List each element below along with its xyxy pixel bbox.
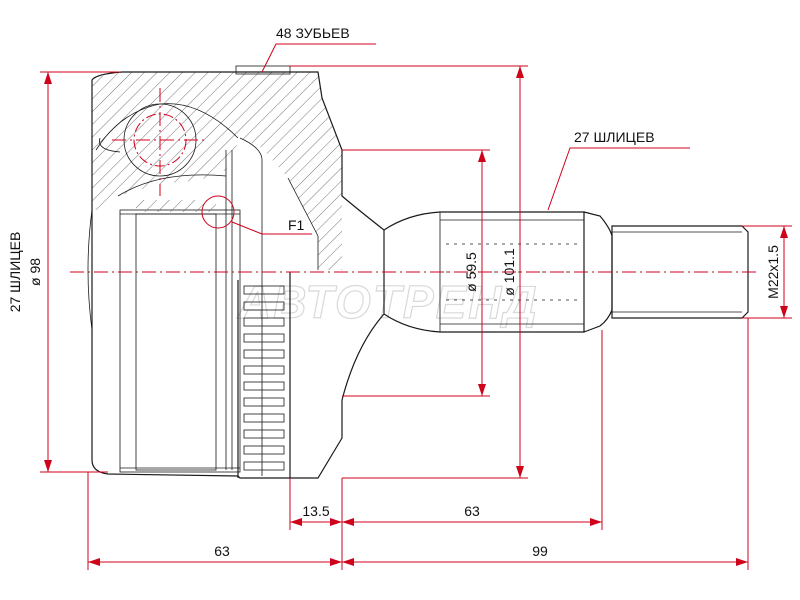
left-length-label: 63 (214, 543, 230, 559)
abs-ring (237, 272, 291, 478)
detail-f1-label: F1 (288, 217, 305, 233)
abs-tooth (243, 365, 285, 375)
inner-splines-label: 27 ШЛИЦЕВ (7, 232, 23, 313)
abs-offset-label: 13.5 (302, 503, 329, 519)
abs-tooth (243, 413, 285, 423)
shaft-splines-label: 27 ШЛИЦЕВ (574, 129, 655, 145)
dim-outer-diameter (40, 71, 120, 473)
abs-tooth (243, 333, 285, 343)
stem-length-label: 63 (464, 503, 480, 519)
dim-left-length (87, 472, 342, 570)
dim-right-length (342, 318, 749, 570)
abs-tooth (243, 381, 285, 391)
outer-diameter-label: ø 98 (27, 258, 43, 286)
abs-ring-teeth (243, 285, 285, 471)
abs-tooth (243, 429, 285, 439)
dim-ring-diameter (290, 65, 528, 479)
shaft-splines-leader (547, 147, 690, 211)
watermark: АВТОТРЕНД (237, 276, 539, 328)
joint-housing (87, 65, 385, 479)
right-length-label: 99 (532, 543, 548, 559)
bore-diameter-label: ø 59.5 (463, 252, 479, 292)
thread-label: M22x1.5 (765, 245, 781, 299)
abs-tooth (243, 349, 285, 359)
abs-tooth (243, 285, 285, 295)
abs-tooth (243, 317, 285, 327)
dim-abs-offset (289, 478, 343, 570)
ring-diameter-label: ø 101.1 (501, 248, 517, 296)
abs-teeth-label: 48 ЗУБЬЕВ (276, 25, 350, 41)
dim-bore-diameter (342, 149, 490, 397)
abs-teeth-leader (261, 43, 376, 73)
detail-f1-circle (201, 195, 235, 229)
abs-tooth (243, 397, 285, 407)
abs-tooth (243, 301, 285, 311)
abs-tooth (243, 461, 285, 471)
abs-tooth (243, 445, 285, 455)
dim-stem-length (342, 330, 603, 530)
dim-thread (742, 225, 792, 319)
detail-f1-leader (231, 221, 312, 235)
